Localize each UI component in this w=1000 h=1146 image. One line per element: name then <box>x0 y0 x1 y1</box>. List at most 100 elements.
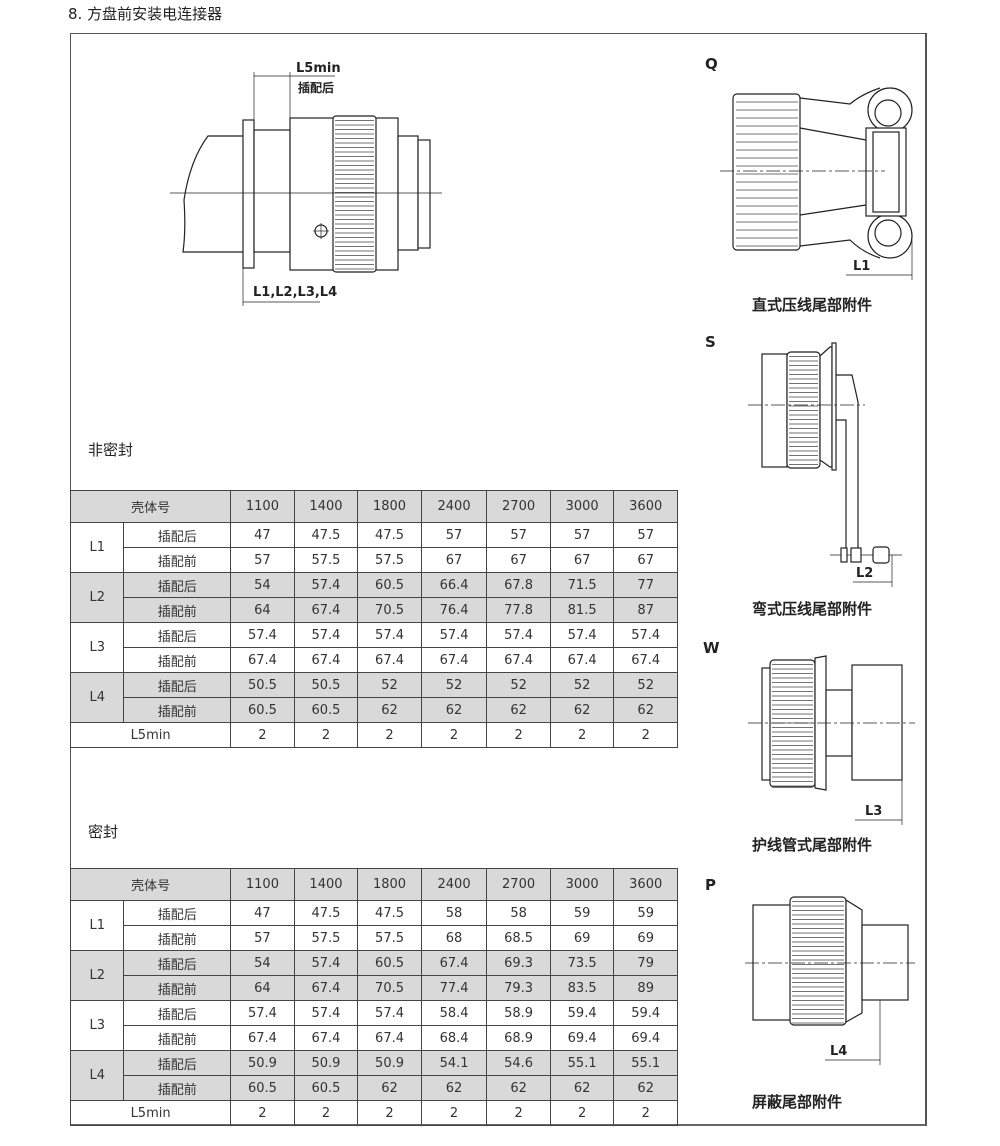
column-header: 2700 <box>486 490 551 523</box>
dimension-name: L4 <box>69 1050 125 1101</box>
table-cell: 67.4 <box>420 950 488 976</box>
table-cell: 2 <box>486 1100 551 1126</box>
table-cell: 83.5 <box>549 975 615 1001</box>
table-cell: 71.5 <box>549 572 615 598</box>
table-cell: 60.5 <box>357 950 422 976</box>
table-cell: 62 <box>613 697 678 723</box>
row-label: 插配后 <box>123 522 232 548</box>
row-label: 插配前 <box>123 597 232 623</box>
table-cell: 57.5 <box>357 547 422 573</box>
shell-size-header: 壳体号 <box>69 490 232 523</box>
table-cell: 67.4 <box>357 1025 422 1051</box>
table-cell: 52 <box>357 672 422 698</box>
table-cell: 70.5 <box>357 597 422 623</box>
dimension-name: L1 <box>69 900 125 951</box>
table-cell: 2 <box>357 1100 422 1126</box>
accessory-q-caption: 直式压线尾部附件 <box>752 296 873 314</box>
column-header: 1100 <box>230 868 295 901</box>
row-label: 插配前 <box>123 1025 232 1051</box>
table-cell: 55.1 <box>613 1050 678 1076</box>
table-cell: 73.5 <box>549 950 615 976</box>
table-cell: 2 <box>293 722 359 748</box>
column-header: 1100 <box>230 490 295 523</box>
table-cell: 67.8 <box>486 572 551 598</box>
table-cell: 67.4 <box>230 647 295 673</box>
table-cell: 89 <box>613 975 678 1001</box>
table-cell: 62 <box>486 697 551 723</box>
table-cell: 69.4 <box>549 1025 615 1051</box>
table-cell: 2 <box>357 722 422 748</box>
row-label: 插配后 <box>123 1050 232 1076</box>
table-cell: 69 <box>613 925 678 951</box>
table-cell: 67.4 <box>420 647 488 673</box>
table-cell: 50.9 <box>293 1050 359 1076</box>
accessory-w-caption: 护线管式尾部附件 <box>752 836 873 854</box>
table-cell: 50.5 <box>293 672 359 698</box>
table-cell: 57 <box>549 522 615 548</box>
table-cell: 2 <box>420 1100 488 1126</box>
row-label: 插配前 <box>123 925 232 951</box>
table-cell: 81.5 <box>549 597 615 623</box>
row-label: 插配前 <box>123 647 232 673</box>
table-cell: 67 <box>613 547 678 573</box>
table-cell: 68.4 <box>420 1025 488 1051</box>
table-cell: 52 <box>420 672 488 698</box>
table-cell: 66.4 <box>420 572 488 598</box>
accessory-s-caption: 弯式压线尾部附件 <box>752 600 873 618</box>
table-cell: 67.4 <box>549 647 615 673</box>
table-cell: 87 <box>613 597 678 623</box>
column-header: 3600 <box>613 490 678 523</box>
column-header: 1400 <box>293 490 359 523</box>
table-cell: 60.5 <box>230 1075 295 1101</box>
row-label: 插配后 <box>123 572 232 598</box>
table-cell: 47.5 <box>293 522 359 548</box>
table-cell: 57.4 <box>293 572 359 598</box>
table-cell: 52 <box>549 672 615 698</box>
table-cell: 60.5 <box>230 697 295 723</box>
table-cell: 50.5 <box>230 672 295 698</box>
table-cell: 62 <box>549 1075 615 1101</box>
table-cell: 58.9 <box>486 1000 551 1026</box>
table-cell: 79 <box>613 950 678 976</box>
table-cell: 2 <box>293 1100 359 1126</box>
column-header: 1800 <box>357 868 422 901</box>
table-cell: 2 <box>486 722 551 748</box>
table-cell: 54 <box>230 950 295 976</box>
row-label: L5min <box>69 722 232 748</box>
table-cell: 64 <box>230 597 295 623</box>
row-label: 插配后 <box>123 622 232 648</box>
knurl-hatching <box>335 120 374 270</box>
sealed-section-label: 密封 <box>88 823 119 841</box>
row-label: L5min <box>69 1100 232 1126</box>
accessory-w-dim: L3 <box>865 804 883 819</box>
column-header: 1800 <box>357 490 422 523</box>
p-accessory-drawing <box>745 896 915 1065</box>
table-cell: 67.4 <box>613 647 678 673</box>
table-cell: 57.4 <box>293 622 359 648</box>
table-cell: 67.4 <box>293 597 359 623</box>
table-cell: 79.3 <box>486 975 551 1001</box>
table-cell: 57.5 <box>293 925 359 951</box>
table-cell: 57.4 <box>613 622 678 648</box>
table-cell: 2 <box>613 722 678 748</box>
table-cell: 52 <box>613 672 678 698</box>
table-cell: 68 <box>420 925 488 951</box>
shell-size-header: 壳体号 <box>69 868 232 901</box>
table-cell: 67.4 <box>293 647 359 673</box>
column-header: 2400 <box>420 490 488 523</box>
column-header: 3600 <box>613 868 678 901</box>
row-label: 插配后 <box>123 1000 232 1026</box>
q-accessory-drawing <box>720 87 913 280</box>
table-cell: 58 <box>486 900 551 926</box>
